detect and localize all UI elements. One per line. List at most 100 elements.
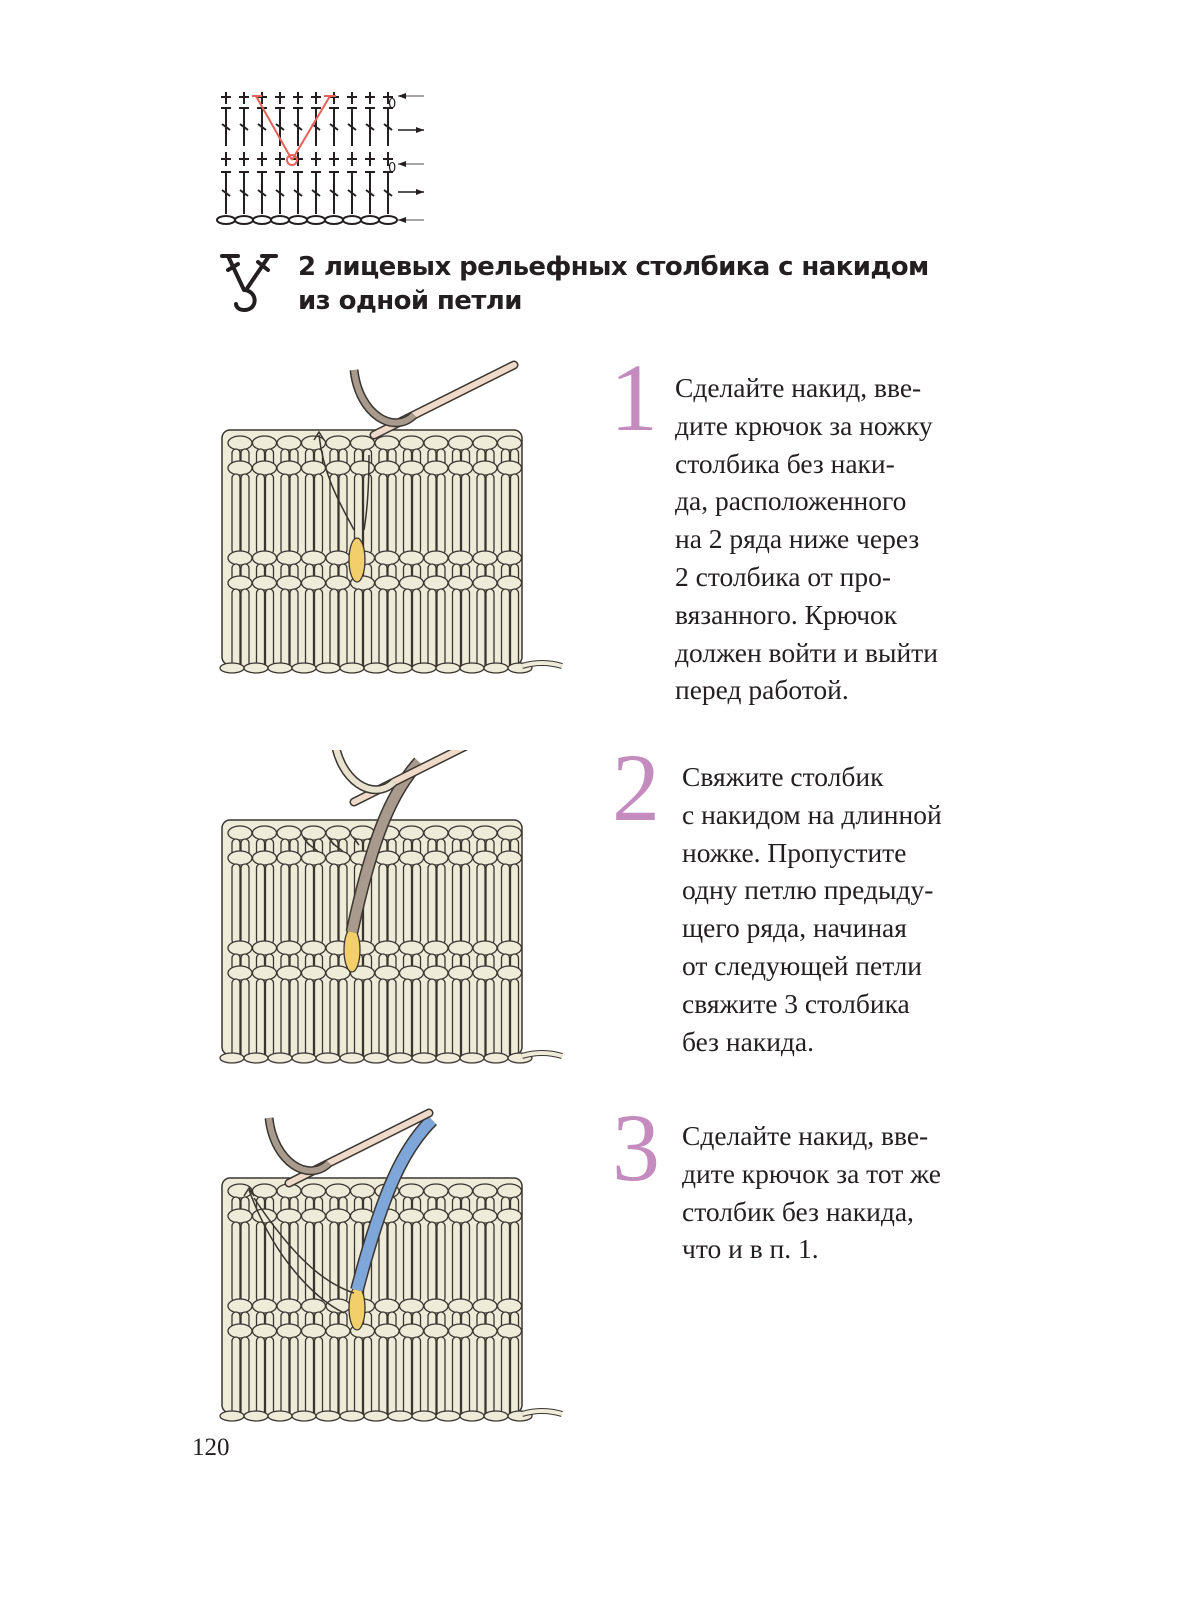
dc-symbol (383, 123, 393, 131)
dc-symbol (221, 123, 231, 131)
highlighted-stitch (343, 927, 361, 973)
direction-arrow (302, 836, 360, 853)
stitch-post (240, 1336, 250, 1418)
stitch-top (398, 460, 425, 476)
stitch-top (276, 550, 302, 566)
stitch-post (411, 863, 422, 945)
stitch-top (447, 825, 474, 841)
stitch-post (378, 473, 388, 555)
stitch-top (472, 850, 498, 866)
stitch-post (500, 1336, 511, 1418)
stitch-top (300, 825, 327, 841)
stitch-top (398, 1323, 425, 1339)
stitch-top (447, 1208, 474, 1224)
stitch-top (276, 850, 302, 866)
foundation-chain (435, 662, 461, 674)
dc-symbol (329, 123, 339, 131)
stitch-post (255, 1221, 266, 1303)
stitch-top (300, 1208, 327, 1224)
foundation-chain (387, 1410, 413, 1422)
foundation-chain (291, 1052, 317, 1064)
stitch-post (387, 863, 397, 945)
step-2-text: Свяжите столбик с накидом на длинной нож… (682, 761, 942, 1057)
stitch-top (447, 575, 474, 591)
foundation-chain (267, 662, 293, 674)
dc-symbol (347, 189, 357, 197)
stitch-post (485, 473, 495, 555)
stitch-top (276, 575, 302, 591)
foundation-chain (459, 1410, 485, 1422)
arrowhead (398, 93, 406, 99)
stitch-post (304, 978, 315, 1060)
stitch-post (280, 1336, 290, 1418)
stitch-post (231, 863, 241, 945)
dc-symbol (311, 189, 321, 197)
stitch-post (353, 588, 364, 670)
stitch-top (300, 965, 327, 981)
stitch-post (264, 863, 275, 945)
stitch-top (423, 1298, 449, 1314)
stitch-top (472, 1298, 498, 1314)
stitch-post (402, 1221, 413, 1303)
stitch-top (472, 1208, 498, 1224)
foundation-chain (363, 662, 389, 674)
stitch-top (447, 550, 474, 566)
dc-symbol (239, 123, 249, 131)
arrowhead (398, 217, 406, 223)
stitch-top (374, 575, 400, 591)
stitch-post (264, 978, 275, 1060)
dc-symbol (275, 123, 285, 131)
stitch-post (509, 1221, 520, 1303)
stitch-post (460, 1336, 471, 1418)
stitch-top (423, 1323, 449, 1339)
stitch-top (374, 460, 400, 476)
stitch-post (427, 1221, 437, 1303)
foundation-chain (459, 1052, 485, 1064)
stitch-post (255, 473, 266, 555)
stitch-top (398, 965, 425, 981)
stitch-top (423, 575, 449, 591)
stitch-top (472, 1323, 498, 1339)
foundation-chain (435, 1410, 461, 1422)
stitch-post (460, 473, 471, 555)
stitch-post (402, 473, 413, 555)
stitch-post (329, 978, 339, 1060)
stitch-top (496, 965, 523, 981)
stitch-post (500, 863, 511, 945)
stitch-top (300, 460, 327, 476)
stitch-post (387, 473, 397, 555)
stitch-post (378, 588, 388, 670)
stitch-top (374, 1323, 400, 1339)
stitch-top (251, 1323, 278, 1339)
stitch-post (362, 473, 373, 555)
stitch-top (251, 1183, 278, 1199)
foundation-chain (339, 1410, 365, 1422)
working-yarn (266, 1117, 332, 1174)
stitch-post (402, 1336, 413, 1418)
foundation-chain (363, 1410, 389, 1422)
direction-arrow (243, 1186, 355, 1314)
foundation-chain (315, 662, 341, 674)
stitch-post (485, 1336, 495, 1418)
chain-symbol (324, 215, 344, 225)
stitch-post (427, 863, 437, 945)
stitch-top (472, 550, 498, 566)
chain-symbol (288, 215, 308, 225)
chain-symbol (342, 215, 362, 225)
stitch-top (227, 1323, 253, 1339)
stitch-post (289, 588, 299, 670)
stitch-post (338, 588, 348, 670)
stitch-post (485, 978, 495, 1060)
step-3-number: 3 (612, 1094, 660, 1201)
stitch-top (398, 1298, 425, 1314)
chain-count-label: 0 (388, 161, 396, 176)
stitch-post (436, 978, 446, 1060)
stitch-post (231, 473, 241, 555)
foundation-chain (291, 1410, 317, 1422)
stitch-post (436, 1221, 446, 1303)
arrowhead (398, 161, 406, 167)
stitch-top (251, 825, 278, 841)
stitch-post (240, 473, 250, 555)
stitch-top (398, 575, 425, 591)
foundation-chain (267, 1052, 293, 1064)
